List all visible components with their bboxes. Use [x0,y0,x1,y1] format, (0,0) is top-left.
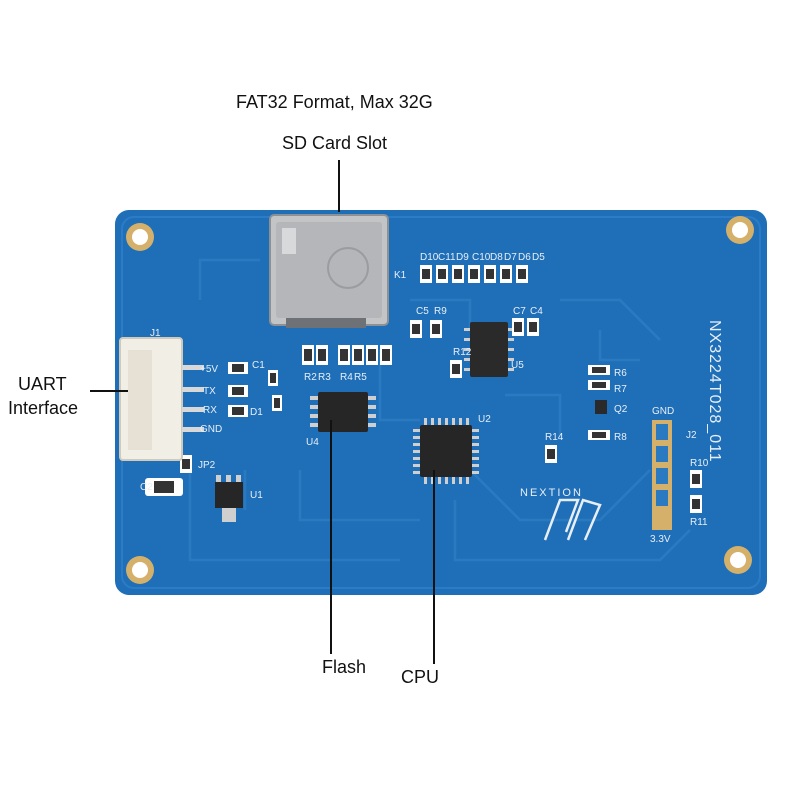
designator-j2: J2 [686,430,697,441]
regulator-u1 [215,475,243,522]
flash-leader [330,420,332,654]
sd-slot-leader [338,160,340,212]
designator-d7: D7 [504,252,517,263]
pads-j2 [652,420,672,530]
sd-slot-label: SD Card Slot [282,133,388,153]
designator-r10: R10 [690,458,709,469]
cpu-label: CPU [401,667,440,687]
pin-label-gnd: GND [200,424,222,435]
designator-d10: D10 [420,252,439,263]
nextion-logo-icon [543,498,602,541]
flash-chip [310,392,376,432]
cpu-leader [433,470,435,664]
sd-format-label: FAT32 Format, Max 32G [236,92,433,112]
designator-u1: U1 [250,490,263,501]
designator-r9: R9 [434,306,447,317]
designator-d5: D5 [532,252,545,263]
cap-row [420,265,528,283]
designator-q2: Q2 [614,404,628,415]
designator-r2: R2 [304,372,317,383]
designator-r11: R11 [690,517,708,528]
pcb-traces [188,258,691,562]
designator-c5: C5 [416,306,429,317]
designator-j1: J1 [150,328,161,339]
designator-c10: C10 [472,252,491,263]
designator-r8: R8 [614,432,627,443]
pin-label-rx: RX [203,405,217,416]
designator-d6: D6 [518,252,531,263]
designator-r4: R4 [340,372,353,383]
transistor-q2 [595,400,607,414]
uart-leader [90,390,128,392]
designator-c7: C7 [513,306,526,317]
cpu-chip [413,418,479,484]
designator-d8: D8 [490,252,503,263]
designator-u2: U2 [478,414,491,425]
designator-jp2: JP2 [198,460,216,471]
uart-label-line1: UART [18,374,67,394]
designator-k1: K1 [394,270,407,281]
designator-r6: R6 [614,368,627,379]
designator-r3: R3 [318,372,331,383]
designator-c4: C4 [530,306,543,317]
uart-connector [119,337,204,461]
designator-r7: R7 [614,384,627,395]
designator-u5: U5 [511,360,524,371]
designator-r14: R14 [545,432,564,443]
designator-c11: C11 [438,252,456,263]
pin-label-tx: TX [203,386,216,397]
model-text: NX3224T028_011 [706,320,723,463]
uart-label-line2: Interface [8,398,79,418]
brand-text: NEXTION [520,487,583,499]
designator-r12: R12 [453,347,472,358]
designator-d1: D1 [250,407,263,418]
mounting-holes [126,216,754,584]
gnd-label: GND [652,406,674,417]
sd-card-slot [269,214,389,328]
resistor-group [145,318,702,513]
pin-label-5v: +5V [200,364,218,375]
flash-label: Flash [322,657,367,677]
designator-c2: C2 [140,482,153,493]
voltage-label: 3.3V [650,534,671,545]
designator-r5: R5 [354,372,367,383]
chip-u5 [464,322,514,377]
designator-u4: U4 [306,437,319,448]
designator-d9: D9 [456,252,469,263]
designator-c1: C1 [252,360,265,371]
